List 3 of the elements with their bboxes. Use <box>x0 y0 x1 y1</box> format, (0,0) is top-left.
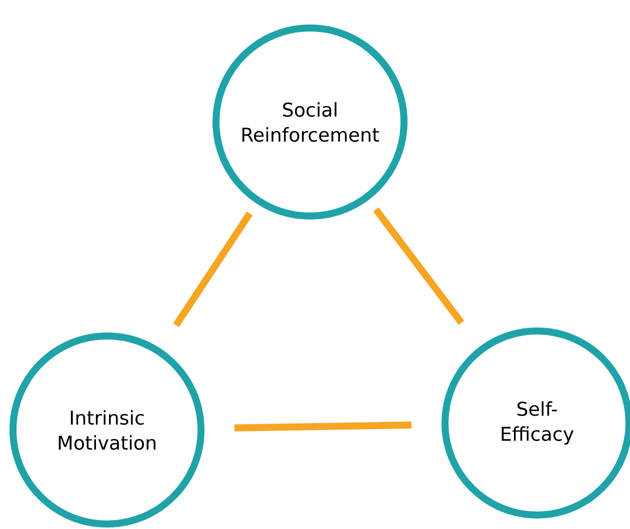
connector-line <box>173 211 253 328</box>
connector-line <box>373 207 464 325</box>
connector-line <box>234 422 412 432</box>
